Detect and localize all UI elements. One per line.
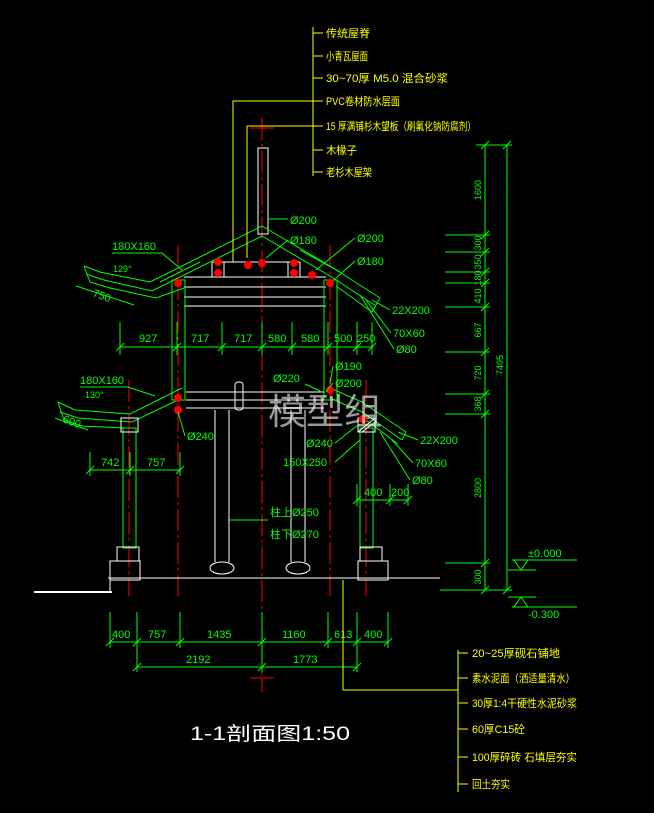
level-marker-floor xyxy=(508,559,577,571)
upper-dim: 717 xyxy=(234,333,252,345)
roof-annotation-leader xyxy=(232,27,323,262)
axis-lines xyxy=(128,118,367,692)
floor-annotation: 回土夯实 xyxy=(472,777,510,791)
column-bases xyxy=(109,546,389,581)
elevation-dim: 300 xyxy=(473,235,483,250)
outer-column-left xyxy=(122,427,137,549)
level-outside-label: -0.300 xyxy=(528,609,559,621)
label-leaders xyxy=(54,218,419,521)
roof-annotation: 传统屋脊 xyxy=(326,26,370,40)
floor-annotation: 100厚碎砖 石填层夯实 xyxy=(472,750,577,764)
elevation-dim: 720 xyxy=(473,365,483,380)
upper-dim: 500 xyxy=(334,333,352,345)
roof-annotation: 15 厚满铺杉木望板（刷氟化钠防腐剂） xyxy=(326,119,476,133)
floor-annotation: 20~25厚砚石铺地 xyxy=(472,647,560,660)
bottom-dimension-lines xyxy=(105,612,393,672)
bottom-dim: 1435 xyxy=(207,629,231,641)
elevation-dim: 410 xyxy=(473,288,483,303)
elevation-total: 7405 xyxy=(495,355,505,375)
upper-dim: 927 xyxy=(139,333,157,345)
right-dim: 400 xyxy=(364,487,382,499)
floor-annotation: 素水泥面（洒适量清水） xyxy=(472,672,575,685)
bottom-dim: 757 xyxy=(148,629,166,641)
lower-dim: 757 xyxy=(147,457,165,469)
lower-dia-label: Ø190 xyxy=(335,361,362,373)
bottom-total-dim: 2192 xyxy=(186,654,210,666)
ridge-dia-label: Ø200 xyxy=(290,215,317,227)
purlin-dia-label: Ø200 xyxy=(357,233,384,245)
elevation-dim: 350 xyxy=(473,254,483,269)
bottom-dim: 400 xyxy=(112,629,130,641)
upper-dim: 250 xyxy=(357,333,375,345)
lower-eave-dim: 600 xyxy=(61,414,82,432)
floor-annotation-leader xyxy=(342,580,468,792)
upper-dim: 717 xyxy=(191,333,209,345)
elevation-dim: 180 xyxy=(473,270,483,285)
beam-dia-label: Ø220 xyxy=(273,373,300,385)
upper-dim: 580 xyxy=(301,333,319,345)
purlin-dia-label: Ø180 xyxy=(357,256,384,268)
upper-rafter-label: 180X160 xyxy=(112,241,156,253)
upper-frame xyxy=(184,261,326,411)
right-dimension-lines xyxy=(352,484,413,506)
lower-board-label: 22X200 xyxy=(420,435,458,447)
lower-dia-label: Ø200 xyxy=(335,378,362,390)
ground-line xyxy=(34,577,440,593)
elevation-dim: 300 xyxy=(473,569,483,584)
lower-columns xyxy=(120,410,376,575)
column-dia-label: Ø240 xyxy=(187,431,214,443)
roof-annotation: 老杉木屋架 xyxy=(326,165,372,179)
lower-dim: 742 xyxy=(101,457,119,469)
upper-eave-dim: 750 xyxy=(91,288,112,306)
bottom-total-dim: 1773 xyxy=(293,654,317,666)
lower-rafter-label: 180X160 xyxy=(80,375,124,387)
floor-annotation: 30厚1:4干硬性水泥砂浆 xyxy=(472,696,577,710)
lower-rod-label: Ø80 xyxy=(412,475,433,487)
watermark: 模型组 xyxy=(268,391,382,432)
column-top-dia-label: 柱上Ø250 xyxy=(270,505,319,519)
lower-batten-label: 70X60 xyxy=(415,458,447,470)
elevation-dimension-lines xyxy=(440,140,512,595)
column-bracket-left xyxy=(120,417,139,433)
roof-annotation: 木椽子 xyxy=(326,144,357,157)
upper-dimension-lines xyxy=(115,322,377,355)
lower-dimension-lines xyxy=(85,452,185,476)
elevation-dim: 2800 xyxy=(473,478,483,498)
lower-angle-label: 130° xyxy=(85,390,104,400)
beam-size-label: 150X250 xyxy=(283,457,327,469)
ridge-finial xyxy=(257,147,269,235)
elevation-dim: 368 xyxy=(473,396,483,411)
column-bottom-dia-label: 柱下Ø270 xyxy=(270,527,319,541)
level-floor-label: ±0.000 xyxy=(528,548,562,560)
bottom-dim: 400 xyxy=(364,629,382,641)
elevation-dim: 1600 xyxy=(473,180,483,200)
floor-annotation: 60厚C15砼 xyxy=(472,723,525,736)
roof-annotation: 30~70厚 M5.0 混合砂浆 xyxy=(326,71,448,85)
bottom-dim: 1160 xyxy=(282,629,306,641)
roof-annotation: 小青瓦屋面 xyxy=(326,50,368,63)
right-dim: 200 xyxy=(391,487,409,499)
upper-dim: 580 xyxy=(268,333,286,345)
upper-rod-label: Ø80 xyxy=(396,344,417,356)
elevation-dim: 667 xyxy=(473,322,483,337)
upper-board-label: 22X200 xyxy=(392,305,430,317)
lower-roof xyxy=(57,387,407,445)
column-dia-label: Ø240 xyxy=(306,438,333,450)
level-marker-outside xyxy=(508,596,577,608)
joint-markers xyxy=(174,258,367,423)
roof-annotation: PVC卷材防水层面 xyxy=(326,94,400,108)
upper-angle-label: 129° xyxy=(113,264,132,274)
upper-batten-label: 70X60 xyxy=(393,328,425,340)
drawing-title: 1-1剖面图1:50 xyxy=(190,723,350,745)
ridge-dia-label: Ø180 xyxy=(290,235,317,247)
